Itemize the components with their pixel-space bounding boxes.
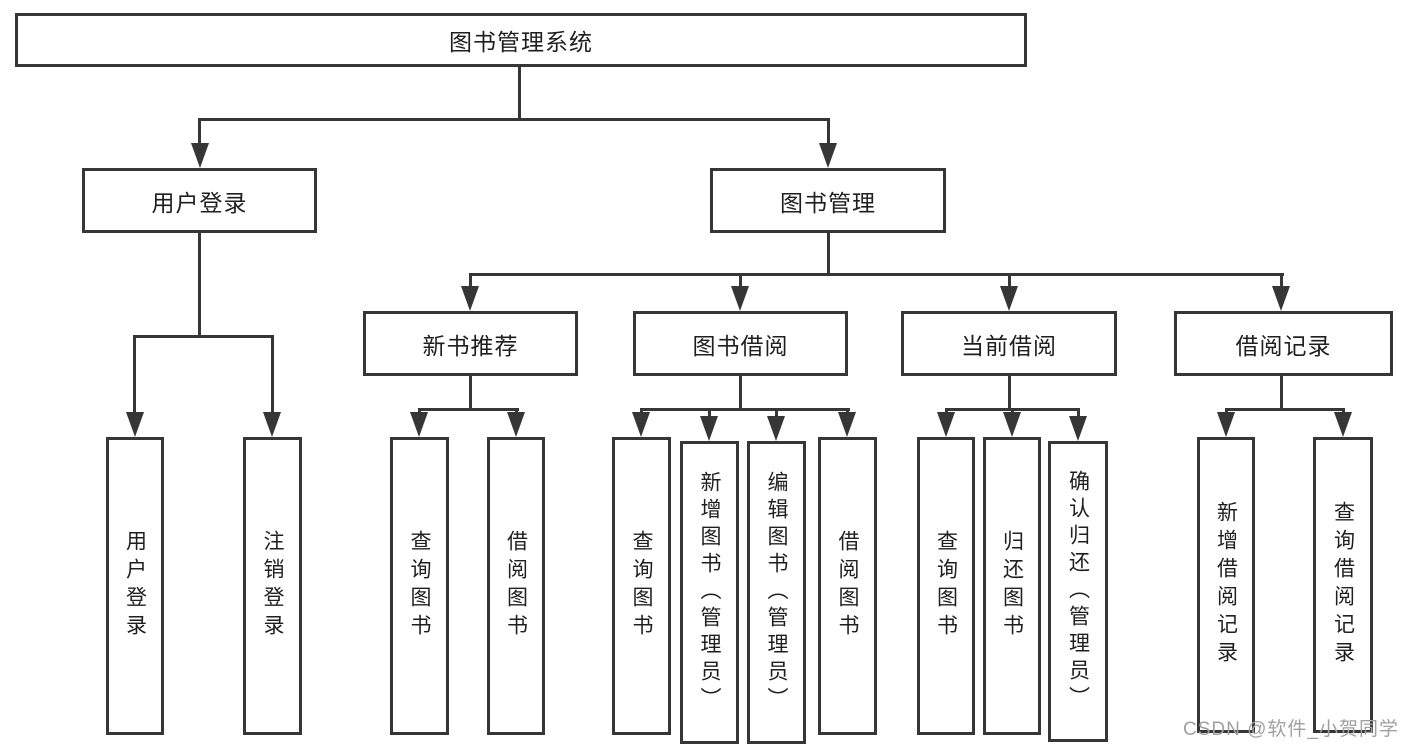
connector-line — [739, 376, 742, 408]
node-label: 当前借阅 — [961, 332, 1057, 359]
arrow-down-icon — [838, 412, 856, 437]
arrow-down-icon — [731, 286, 749, 311]
connector-line — [1077, 408, 1080, 419]
connector-line — [945, 408, 948, 415]
connector-line — [133, 335, 136, 415]
connector-line — [775, 408, 778, 419]
leaf-edit-book-admin: 编辑图书（管理员） — [747, 441, 806, 744]
node-label: 用户登录 — [151, 189, 248, 216]
connector-line — [1280, 376, 1283, 408]
connector-line — [827, 118, 830, 146]
leaf-user-login: 用户登录 — [106, 437, 164, 735]
arrow-down-icon — [263, 412, 281, 437]
node-book-borrow: 图书借阅 — [633, 311, 848, 376]
connector-line — [1225, 408, 1345, 411]
arrow-down-icon — [410, 412, 428, 437]
arrow-down-icon — [819, 143, 837, 168]
connector-line — [518, 67, 521, 118]
connector-line — [469, 376, 472, 408]
node-label: 图书借阅 — [692, 332, 789, 359]
connector-line — [739, 273, 742, 289]
connector-line — [846, 408, 849, 415]
leaf-label: 用户登录 — [123, 530, 147, 642]
connector-line — [133, 335, 274, 338]
leaf-label: 借阅图书 — [504, 530, 528, 642]
leaf-label: 编辑图书（管理员） — [765, 471, 788, 714]
connector-line — [469, 273, 472, 289]
connector-line — [1011, 408, 1014, 415]
arrow-down-icon — [1069, 416, 1087, 441]
leaf-label: 借阅图书 — [836, 530, 859, 642]
node-root: 图书管理系统 — [15, 13, 1027, 67]
connector-line — [1342, 408, 1345, 415]
node-borrow-records: 借阅记录 — [1174, 311, 1393, 376]
node-label: 借阅记录 — [1235, 332, 1332, 359]
node-label: 新书推荐 — [422, 332, 519, 359]
leaf-label: 查询图书 — [408, 530, 431, 642]
arrow-down-icon — [767, 416, 785, 441]
leaf-query-borrow-record: 查询借阅记录 — [1313, 437, 1373, 733]
arrow-down-icon — [937, 412, 955, 437]
arrow-down-icon — [191, 143, 209, 168]
leaf-query-book-current: 查询图书 — [917, 437, 975, 735]
connector-line — [1225, 408, 1228, 415]
connector-line — [271, 335, 274, 415]
connector-line — [469, 273, 1284, 276]
watermark: CSDN @软件_小贺同学 — [1183, 719, 1399, 740]
node-current-borrow: 当前借阅 — [901, 311, 1117, 376]
leaf-label: 归还图书 — [1000, 530, 1024, 642]
leaf-label: 新增图书（管理员） — [698, 471, 721, 714]
arrow-down-icon — [1000, 286, 1018, 311]
connector-line — [418, 408, 519, 411]
node-label: 图书管理系统 — [449, 29, 593, 55]
leaf-borrow-book-borrow: 借阅图书 — [818, 437, 877, 735]
leaf-query-book-recommend: 查询图书 — [390, 437, 449, 735]
connector-line — [198, 233, 201, 335]
node-user-login: 用户登录 — [82, 168, 317, 233]
node-book-management: 图书管理 — [710, 168, 946, 233]
arrow-down-icon — [1003, 412, 1021, 437]
arrow-down-icon — [461, 286, 479, 311]
arrow-down-icon — [507, 412, 525, 437]
arrow-down-icon — [1334, 412, 1352, 437]
connector-line — [640, 408, 850, 411]
leaf-borrow-book-recommend: 借阅图书 — [487, 437, 545, 735]
node-new-book-recommend: 新书推荐 — [363, 311, 578, 376]
connector-line — [418, 408, 421, 415]
leaf-label: 查询图书 — [934, 530, 958, 642]
connector-line — [1008, 376, 1011, 408]
connector-line — [198, 118, 201, 146]
leaf-logout: 注销登录 — [243, 437, 302, 735]
connector-line — [1008, 273, 1011, 289]
connector-line — [827, 233, 830, 273]
connector-line — [515, 408, 518, 415]
leaf-label: 注销登录 — [261, 530, 284, 642]
connector-line — [1280, 273, 1283, 289]
leaf-query-book-borrow: 查询图书 — [612, 437, 671, 735]
node-label: 图书管理 — [780, 189, 876, 216]
leaf-add-borrow-record: 新增借阅记录 — [1197, 437, 1255, 733]
arrow-down-icon — [1217, 412, 1235, 437]
leaf-return-book: 归还图书 — [983, 437, 1041, 735]
leaf-label: 查询图书 — [630, 530, 653, 642]
arrow-down-icon — [632, 412, 650, 437]
connector-line — [640, 408, 643, 415]
arrow-down-icon — [1272, 286, 1290, 311]
leaf-label: 查询借阅记录 — [1331, 501, 1355, 669]
leaf-label: 新增借阅记录 — [1214, 501, 1238, 669]
leaf-confirm-return-admin: 确认归还（管理员） — [1048, 441, 1108, 742]
arrow-down-icon — [126, 412, 144, 437]
connector-line — [708, 408, 711, 419]
leaf-add-book-admin: 新增图书（管理员） — [680, 441, 739, 744]
arrow-down-icon — [700, 416, 718, 441]
connector-line — [198, 118, 830, 121]
leaf-label: 确认归还（管理员） — [1066, 470, 1090, 713]
